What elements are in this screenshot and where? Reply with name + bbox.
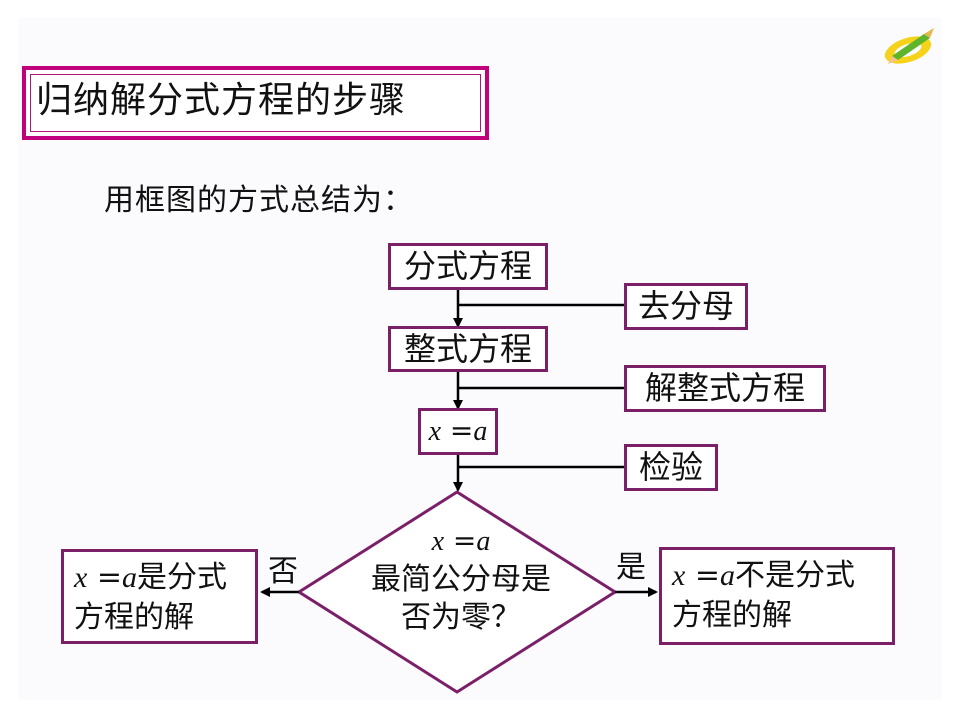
left-result-eq: = (87, 560, 123, 595)
left-result-line2: 方程的解 (74, 600, 194, 635)
right-result-var: x (672, 559, 686, 592)
step3-action-label: 检验 (638, 448, 703, 486)
title-box (22, 66, 489, 140)
start-label: 分式方程 (403, 247, 532, 285)
right-result-box: x =a不是分式 方程的解 (659, 547, 895, 645)
step2-result-box: x =a (418, 408, 498, 455)
decision-val: a (476, 526, 491, 557)
right-result-line2: 方程的解 (672, 598, 792, 633)
step1-result-label: 整式方程 (403, 330, 532, 368)
left-result-val: a (122, 561, 138, 594)
decision-line2: 否为零？ (401, 600, 521, 635)
step1-action-box: 去分母 (624, 283, 748, 330)
subtitle: 用框图的方式总结为： (104, 183, 414, 218)
decision-line-expr: x =a (330, 522, 592, 561)
decision-line1: 最简公分母是 (371, 562, 551, 597)
step2-result-eq: = (441, 414, 474, 447)
step2-result-val: a (473, 416, 488, 447)
decision-eq: = (444, 524, 477, 557)
step2-action-label: 解整式方程 (644, 369, 805, 407)
start-box: 分式方程 (388, 243, 548, 290)
step2-action-box: 解整式方程 (624, 365, 826, 412)
right-result-line1: x =a不是分式 (672, 556, 892, 596)
decision-var: x (431, 526, 445, 557)
page-title: 归纳解分式方程的步骤 (36, 80, 407, 121)
decision-text: x =a 最简公分母是 否为零？ (330, 522, 592, 637)
step1-result-box: 整式方程 (388, 326, 548, 372)
step1-action-label: 去分母 (637, 287, 734, 325)
left-result-var: x (74, 561, 88, 594)
no-branch-label: 否 (268, 554, 298, 589)
step3-action-box: 检验 (624, 444, 718, 491)
yes-branch-label: 是 (616, 550, 646, 585)
step2-result-var: x (428, 416, 442, 447)
left-result-suffix: 是分式 (137, 560, 228, 595)
title-box-inner-border (30, 74, 481, 132)
left-result-line1: x =a是分式 (74, 558, 255, 598)
right-result-val: a (720, 559, 736, 592)
pencil-logo-icon (884, 28, 934, 64)
right-result-eq: = (685, 558, 721, 593)
left-result-box: x =a是分式 方程的解 (61, 549, 258, 644)
decision-diamond (296, 490, 618, 694)
right-result-suffix: 不是分式 (735, 558, 856, 593)
